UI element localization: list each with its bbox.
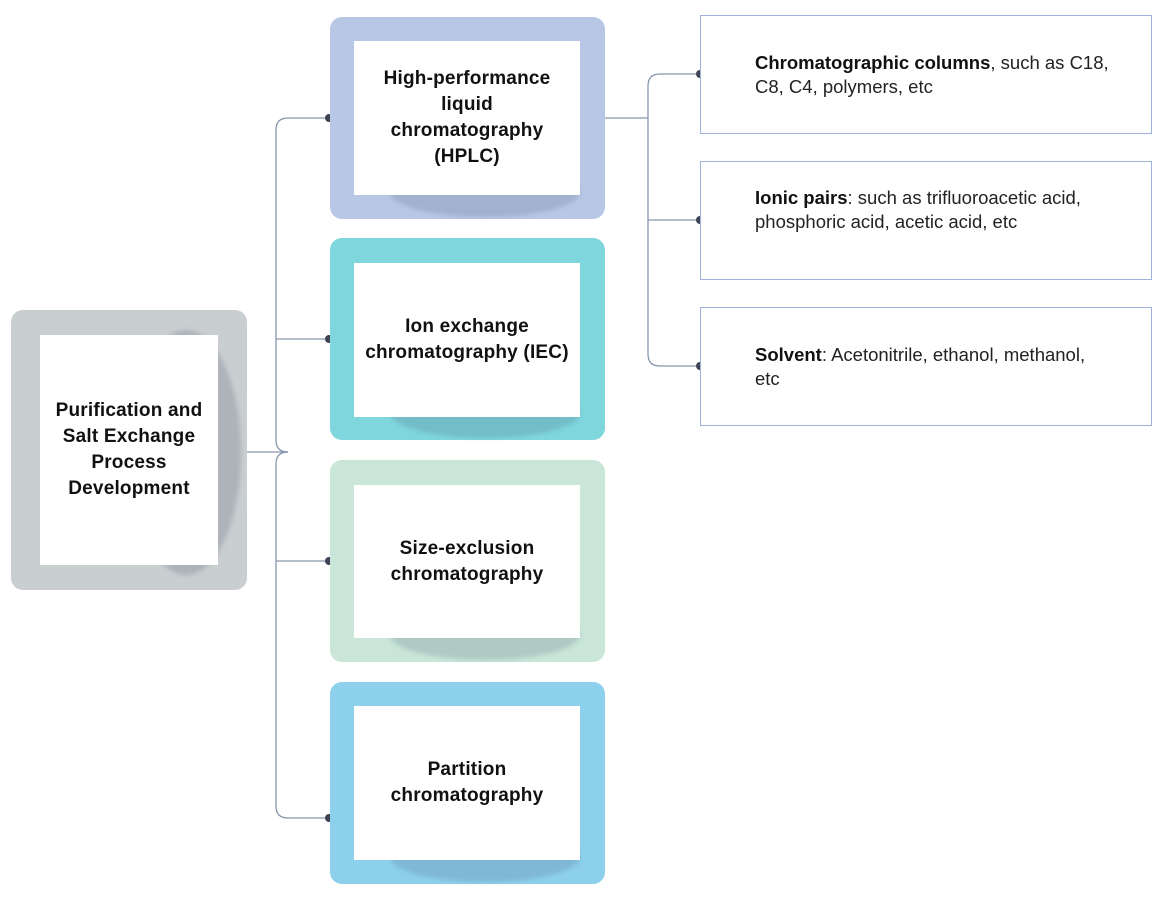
method-node-size-exclusion: Size-exclusion chromatography [330, 460, 605, 662]
method-label-iec: Ion exchange chromatography (IEC) [354, 263, 580, 417]
detail-box-ionic-pairs: Ionic pairs: such as trifluoroacetic aci… [700, 161, 1152, 280]
root-label: Purification and Salt Exchange Process D… [40, 335, 218, 565]
connector-methods-bracket [275, 117, 330, 819]
detail-term-columns: Chromatographic columns [755, 52, 991, 73]
detail-text-columns: , such as C18, C8, C4, polymers, etc [755, 52, 1109, 97]
root-node: Purification and Salt Exchange Process D… [11, 310, 247, 590]
detail-text-solvent: : Acetonitrile, ethanol, methanol, etc [755, 344, 1086, 389]
method-node-iec: Ion exchange chromatography (IEC) [330, 238, 605, 440]
detail-box-solvent: Solvent: Acetonitrile, ethanol, methanol… [700, 307, 1152, 426]
detail-term-solvent: Solvent [755, 344, 822, 365]
method-label-partition: Partition chromatography [354, 706, 580, 860]
method-label-hplc: High-performance liquid chromatography (… [354, 41, 580, 195]
method-node-hplc: High-performance liquid chromatography (… [330, 17, 605, 219]
detail-text-ionic-pairs: : such as trifluoroacetic acid, phosphor… [755, 187, 1081, 232]
detail-term-ionic-pairs: Ionic pairs [755, 187, 848, 208]
detail-box-columns: Chromatographic columns, such as C18, C8… [700, 15, 1152, 134]
method-node-partition: Partition chromatography [330, 682, 605, 884]
method-label-size-exclusion: Size-exclusion chromatography [354, 485, 580, 638]
